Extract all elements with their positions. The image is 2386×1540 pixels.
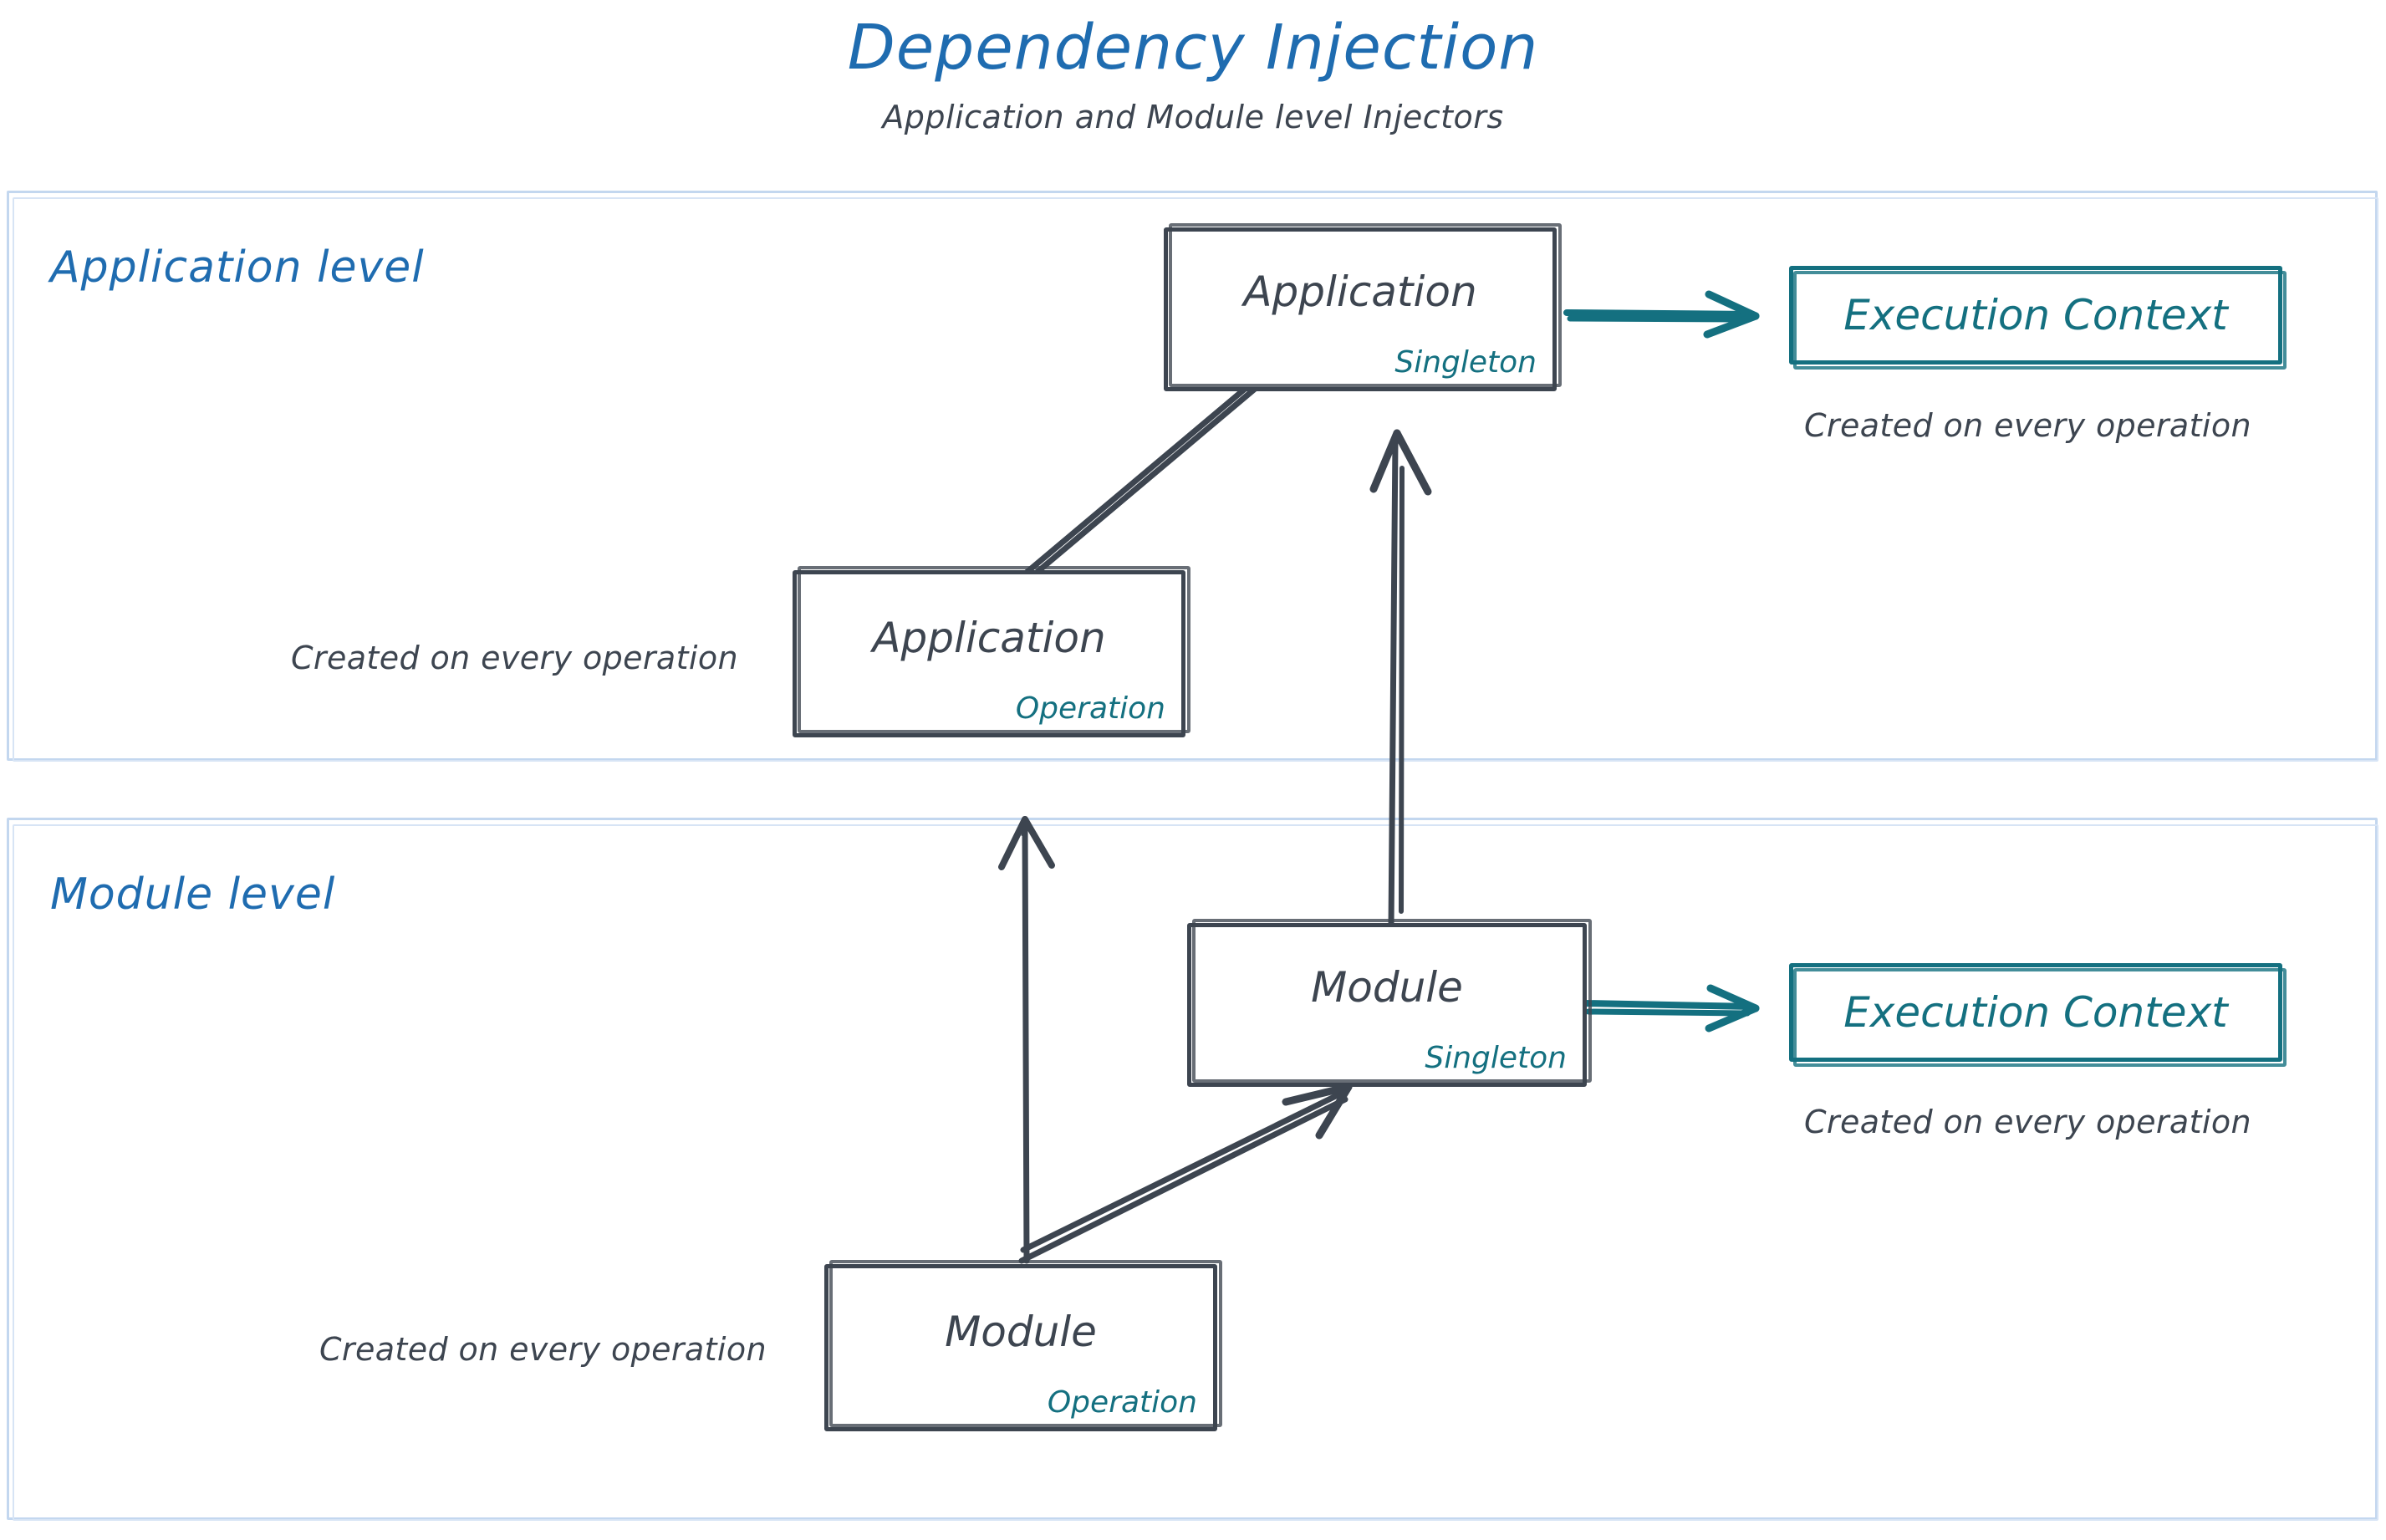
ectx-border-primary bbox=[1789, 266, 2282, 365]
node-border-sketch bbox=[1192, 919, 1592, 1083]
ectx-border-sketch bbox=[1793, 271, 2287, 370]
caption-exec-ctx-app: Created on every operation bbox=[1804, 407, 2251, 444]
node-application-singleton[interactable]: Application Singleton bbox=[1164, 223, 1562, 391]
node-scope-badge: Singleton bbox=[1394, 345, 1537, 380]
node-scope-badge: Operation bbox=[1047, 1385, 1197, 1420]
module-level-label: Module level bbox=[50, 869, 336, 920]
node-title: Module bbox=[1311, 963, 1463, 1012]
node-application-operation[interactable]: Application Operation bbox=[793, 566, 1190, 737]
node-scope-badge: Singleton bbox=[1425, 1041, 1567, 1075]
node-border-sketch bbox=[1169, 223, 1562, 387]
ectx-title: Execution Context bbox=[1843, 291, 2228, 339]
node-scope-badge: Operation bbox=[1015, 691, 1165, 726]
caption-module-operation: Created on every operation bbox=[319, 1331, 767, 1368]
ectx-border-sketch bbox=[1793, 968, 2287, 1067]
caption-app-operation: Created on every operation bbox=[291, 640, 738, 676]
node-module-execution-context[interactable]: Execution Context bbox=[1789, 963, 2287, 1067]
node-title: Application bbox=[872, 614, 1106, 662]
ectx-title: Execution Context bbox=[1843, 988, 2228, 1037]
ectx-border-primary bbox=[1789, 963, 2282, 1062]
page-title: Dependency Injection bbox=[847, 12, 1539, 84]
node-title: Application bbox=[1243, 268, 1477, 316]
node-module-singleton[interactable]: Module Singleton bbox=[1187, 919, 1592, 1087]
node-application-execution-context[interactable]: Execution Context bbox=[1789, 266, 2287, 370]
node-border-sketch bbox=[798, 566, 1190, 733]
node-border-primary bbox=[1164, 227, 1557, 391]
page-subtitle: Application and Module level Injectors bbox=[882, 99, 1504, 135]
caption-exec-ctx-module: Created on every operation bbox=[1804, 1104, 2251, 1140]
node-title: Module bbox=[945, 1308, 1097, 1356]
node-border-primary bbox=[824, 1264, 1217, 1431]
node-border-sketch bbox=[829, 1260, 1222, 1427]
node-border-primary bbox=[1187, 923, 1587, 1087]
application-level-label: Application level bbox=[50, 242, 425, 293]
node-module-operation[interactable]: Module Operation bbox=[824, 1260, 1222, 1431]
node-border-primary bbox=[793, 570, 1185, 737]
